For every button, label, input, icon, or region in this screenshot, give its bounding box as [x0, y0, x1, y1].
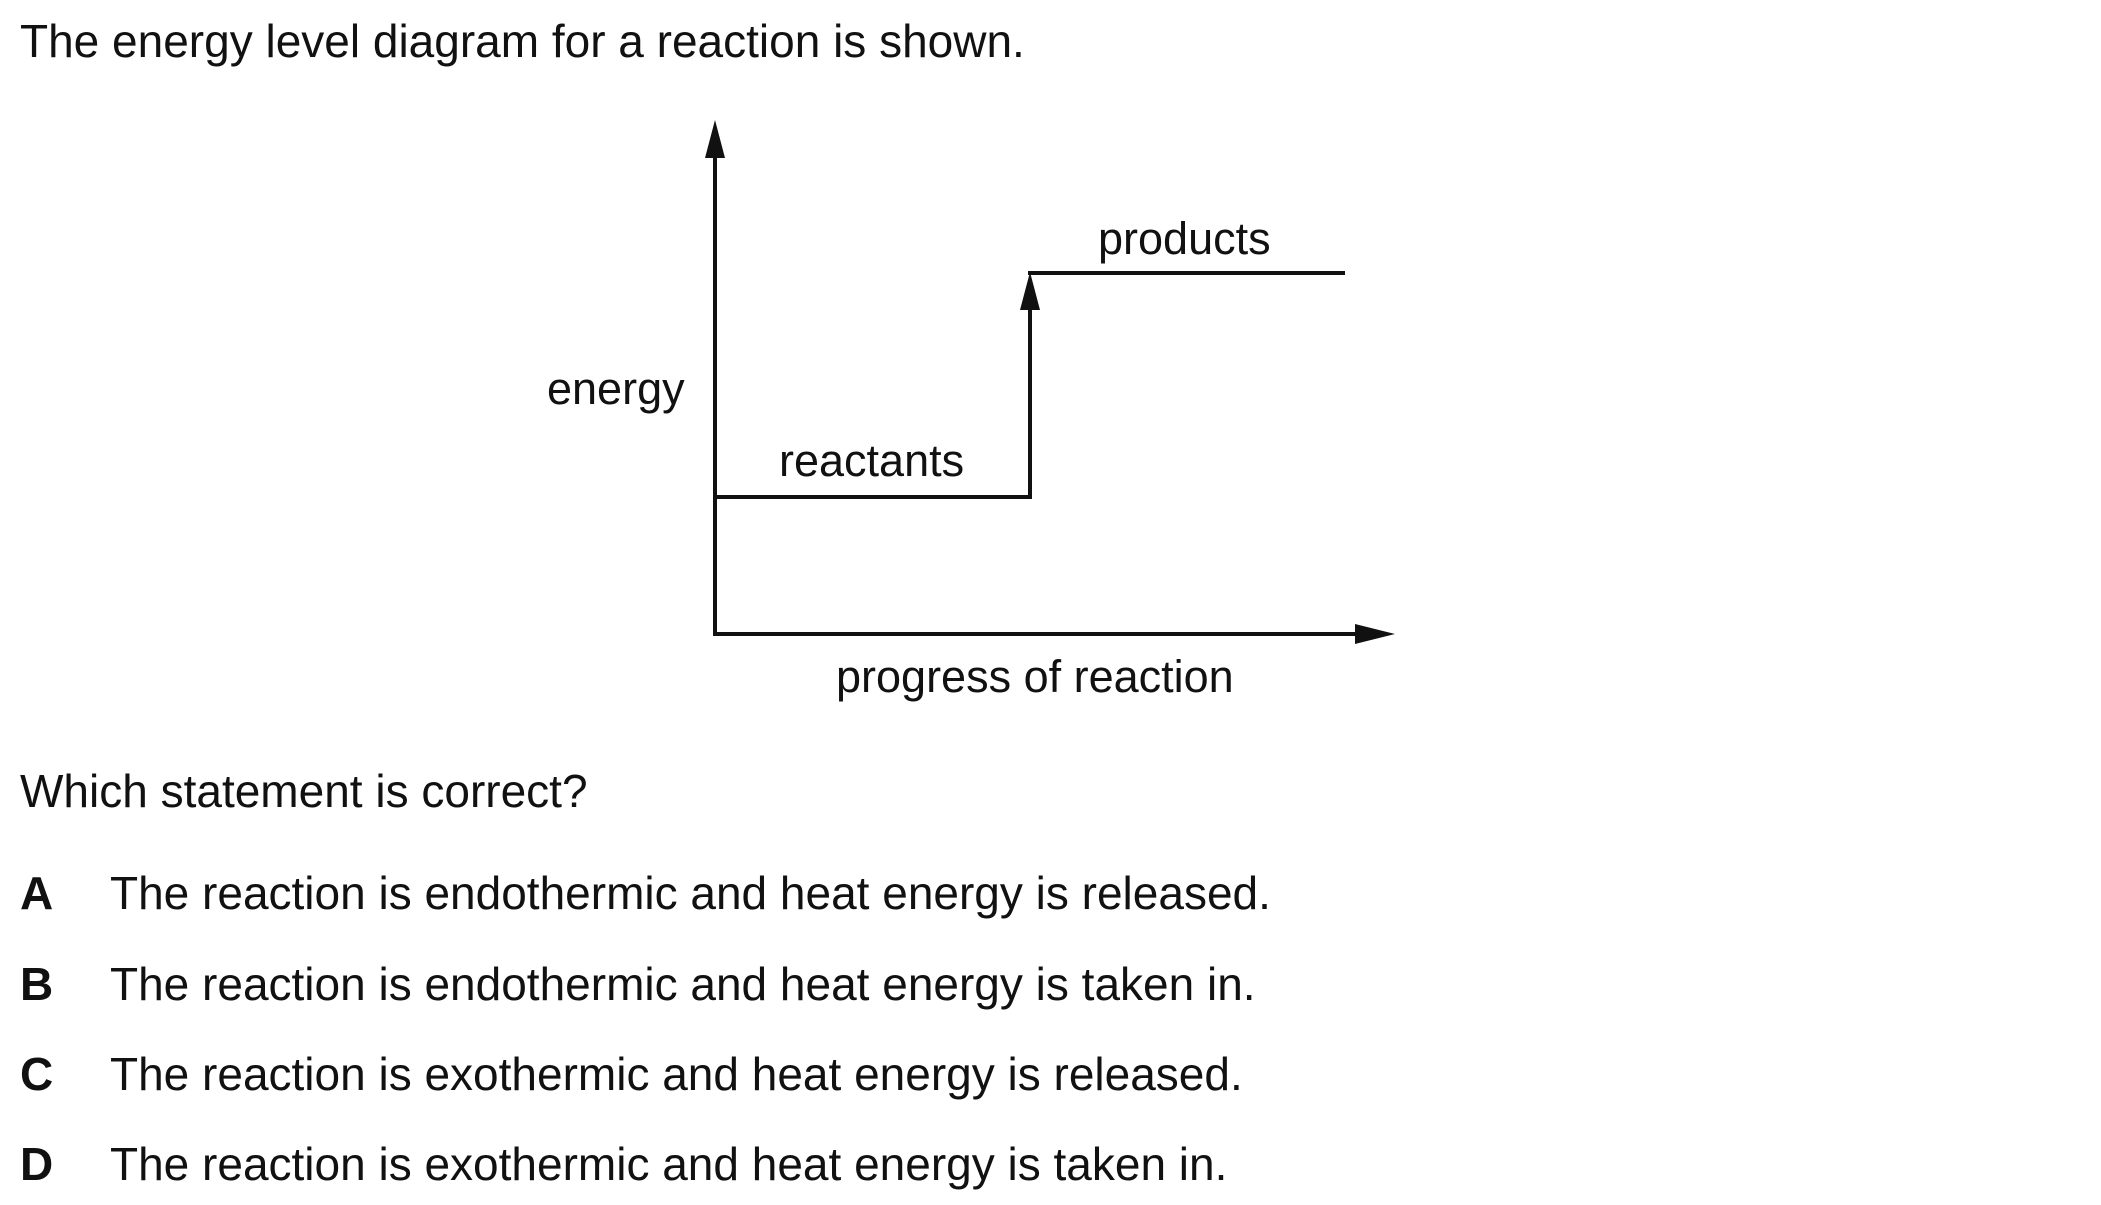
option-text: The reaction is exothermic and heat ener…: [110, 1048, 1243, 1100]
y-axis-label: energy: [547, 363, 685, 414]
option-letter: C: [20, 1048, 54, 1100]
x-axis-arrowhead: [1355, 624, 1395, 644]
option-text: The reaction is endothermic and heat ene…: [110, 867, 1271, 919]
energy-level-diagram: energy progress of reaction reactants pr…: [547, 120, 1395, 702]
option-text: The reaction is endothermic and heat ene…: [110, 958, 1256, 1010]
energy-change-arrowhead: [1020, 272, 1040, 310]
products-label: products: [1098, 213, 1271, 264]
intro-text: The energy level diagram for a reaction …: [20, 15, 1025, 67]
y-axis-arrowhead: [705, 120, 725, 158]
x-axis-label: progress of reaction: [836, 651, 1234, 702]
option-text: The reaction is exothermic and heat ener…: [110, 1138, 1228, 1190]
option-letter: D: [20, 1138, 54, 1190]
question-text: Which statement is correct?: [20, 765, 588, 817]
reactants-label: reactants: [779, 435, 964, 486]
option-letter: A: [20, 867, 54, 919]
option-letter: B: [20, 958, 54, 1010]
